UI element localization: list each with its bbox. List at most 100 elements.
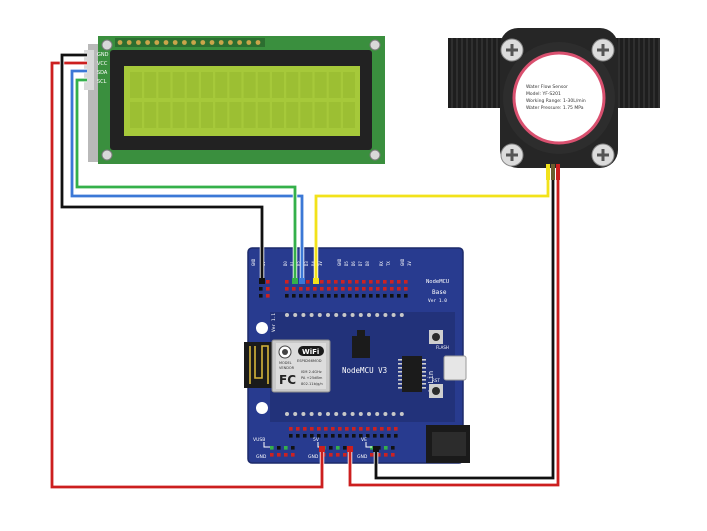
header-pin [370,453,374,457]
lcd-cell [144,102,157,128]
water-flow-sensor: Water Flow Sensor Model: YF-S201 Working… [448,28,660,182]
top-pin-label: D4 [311,261,316,266]
header-pin [376,280,380,284]
module-pin-hole [375,313,380,317]
lcd-header-pin [126,40,132,45]
wifi-logo [298,346,324,356]
lcd-header-pin [182,40,187,45]
lcd-header-pin [209,40,215,45]
header-pin [306,287,310,291]
header-pin [289,427,293,431]
module-pin-hole [317,313,322,317]
flash-button[interactable] [429,330,443,344]
module-pin-hole [367,412,371,416]
header-pin [313,294,317,298]
header-pin [285,294,289,298]
module-pin-hole [293,412,298,416]
module-pin-hole [399,313,404,317]
lcd-cell [243,102,256,128]
sensor-lead-yellow [546,164,550,182]
header-pin [359,434,363,438]
lcd-header-pin [200,40,206,45]
lcd-cell [300,72,313,98]
header-pin [391,453,395,457]
top-pin-label: GND [400,258,405,266]
lcd-mount-hole [101,39,113,51]
module-pin-hole [326,412,330,416]
lcd-pin-scl: SCL [97,79,107,85]
header-pin [369,280,373,284]
header-pin [362,287,366,291]
arrow-icon [365,442,372,448]
lcd-cell [186,102,199,128]
header-pin [387,427,391,431]
lcd-cell [314,72,327,98]
header-pin [362,280,366,284]
lcd-cell [243,72,256,98]
header-pin [320,294,324,298]
lcd-cell [144,72,157,98]
flash-label: FLASH [436,345,449,350]
board-brand-line: NodeMCU [426,279,449,285]
lcd-cell [257,72,270,98]
lcd-pin-gnd: GND [97,52,109,58]
module-pin-hole [301,412,306,416]
lcd-cell [300,102,313,128]
top-pin-label: D8 [365,261,370,266]
lcd-cell [130,102,142,128]
esp-model-label: MODEL [279,361,292,365]
sensor-screw [591,143,615,167]
lcd-cell [186,72,199,98]
fcc-logo: FC [279,373,296,387]
header-pin [348,287,352,291]
header-pin [345,434,349,438]
lcd-module: GND VCC SDA SCL [84,36,385,164]
lcd-cell [343,72,355,98]
header-pin [285,280,289,284]
sensor-screw [591,38,615,62]
header-pin [366,427,370,431]
header-pin [289,434,293,438]
module-pin-hole [383,412,388,416]
header-pin [352,434,356,438]
header-pin [394,434,398,438]
header-pin [404,280,408,284]
board-brand-line: Ver 1.0 [428,298,447,304]
header-pin [348,294,352,298]
lcd-cell [172,72,185,98]
module-pin-hole [358,313,363,317]
module-pin-hole [309,412,314,416]
lcd-cell [343,102,355,128]
header-pin [327,287,331,291]
lcd-pin-vcc: VCC [97,61,108,67]
wires [49,52,561,490]
header-pin [317,427,321,431]
lcd-cell [286,72,299,98]
module-pin-hole [334,412,339,416]
header-pin [391,446,395,450]
header-pin [327,280,331,284]
top-pin-label: D1 [290,261,295,266]
reset-button[interactable] [429,384,443,398]
module-pin-hole [301,313,306,317]
header-pin [377,453,381,457]
lcd-cell [215,102,228,128]
board-mount-hole [256,402,268,414]
header-pin [277,446,281,450]
lcd-cell [201,102,213,128]
lcd-cell [257,102,270,128]
header-pin [390,280,394,284]
lcd-pin-sda: SDA [97,70,108,76]
header-pin [384,446,388,450]
header-pin [387,434,391,438]
board-side-version: Ver 1.1 [271,313,277,332]
header-pin [334,287,338,291]
header-pin [266,287,270,291]
sensor-screw [500,143,524,167]
header-pin [397,294,401,298]
lcd-cell [328,72,341,98]
header-pin [338,434,342,438]
header-pin [329,446,333,450]
